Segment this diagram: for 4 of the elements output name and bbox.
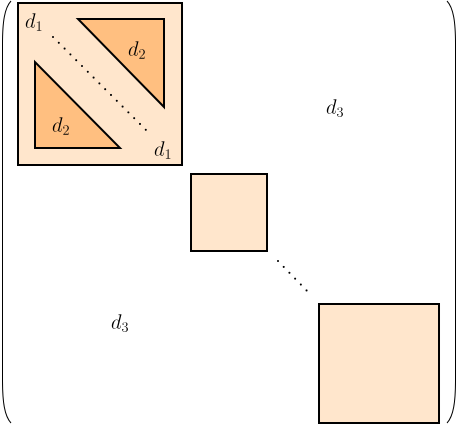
matrix-block [190, 173, 268, 252]
matrix-block [318, 303, 440, 424]
entry-label: $d_3$ [112, 314, 128, 332]
entry-label: $d_3$ [326, 99, 343, 118]
